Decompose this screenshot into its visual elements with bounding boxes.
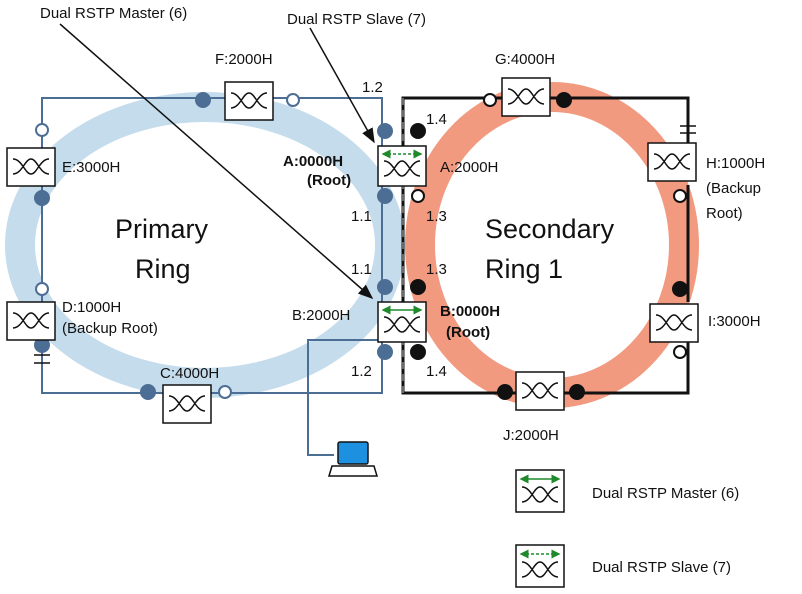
switch-c[interactable] [162, 384, 212, 424]
switch-a[interactable] [377, 145, 427, 187]
secondary-ring-title: Secondary [485, 214, 615, 244]
legend-slave-symbol [515, 544, 565, 588]
secondary-ring-band [405, 82, 699, 408]
header-master-label: Dual RSTP Master (6) [40, 5, 187, 22]
switch-b-secondary-label-2: (Root) [446, 324, 490, 341]
switch-d-label: D:1000H [62, 299, 121, 316]
legend-master-label: Dual RSTP Master (6) [592, 485, 739, 502]
port-b-1-2: 1.2 [351, 363, 372, 380]
slave-pointer-arrow [309, 27, 375, 144]
port-a-1-2: 1.2 [362, 79, 383, 96]
switch-f-label: F:2000H [215, 51, 273, 68]
port-a-1-1: 1.1 [351, 208, 372, 225]
blocked-port-marks [34, 125, 696, 364]
switch-h[interactable] [647, 142, 697, 182]
primary-ring-title-2: Ring [135, 254, 191, 284]
port-b-1-1: 1.1 [351, 261, 372, 278]
port-b-1-4: 1.4 [426, 363, 447, 380]
switch-c-label: C:4000H [160, 365, 219, 382]
switch-e[interactable] [6, 147, 56, 187]
switch-d[interactable] [6, 301, 56, 341]
switch-i[interactable] [649, 303, 699, 343]
switch-a-secondary-label: A:2000H [440, 159, 498, 176]
switch-h-label: H:1000H [706, 155, 765, 172]
port-a-1-4: 1.4 [426, 111, 447, 128]
switch-a-primary-label: A:0000H [283, 153, 343, 170]
switch-b-secondary-label: B:0000H [440, 303, 500, 320]
switch-a-primary-label-2: (Root) [307, 172, 351, 189]
switch-j-label: J:2000H [503, 427, 559, 444]
legend-master-symbol [515, 469, 565, 513]
switch-b-primary-label: B:2000H [292, 307, 350, 324]
primary-ring-title: Primary [115, 214, 208, 244]
laptop-icon[interactable] [327, 441, 379, 477]
port-b-1-3: 1.3 [426, 261, 447, 278]
port-a-1-3: 1.3 [426, 208, 447, 225]
switch-b[interactable] [377, 301, 427, 343]
secondary-port-markers [410, 92, 688, 400]
switch-e-label: E:3000H [62, 159, 120, 176]
master-pointer-arrow [59, 23, 374, 299]
primary-port-markers [34, 92, 393, 400]
switch-g[interactable] [501, 77, 551, 117]
switch-j[interactable] [515, 371, 565, 411]
switch-d-label-2: (Backup Root) [62, 320, 158, 337]
secondary-ring-title-2: Ring 1 [485, 254, 563, 284]
switch-h-label-2: (Backup [706, 180, 761, 197]
switch-g-label: G:4000H [495, 51, 555, 68]
header-slave-label: Dual RSTP Slave (7) [287, 11, 426, 28]
switch-f[interactable] [224, 81, 274, 121]
primary-ring-band [5, 92, 405, 398]
switch-i-label: I:3000H [708, 313, 761, 330]
legend-slave-label: Dual RSTP Slave (7) [592, 559, 731, 576]
switch-h-label-3: Root) [706, 205, 743, 222]
